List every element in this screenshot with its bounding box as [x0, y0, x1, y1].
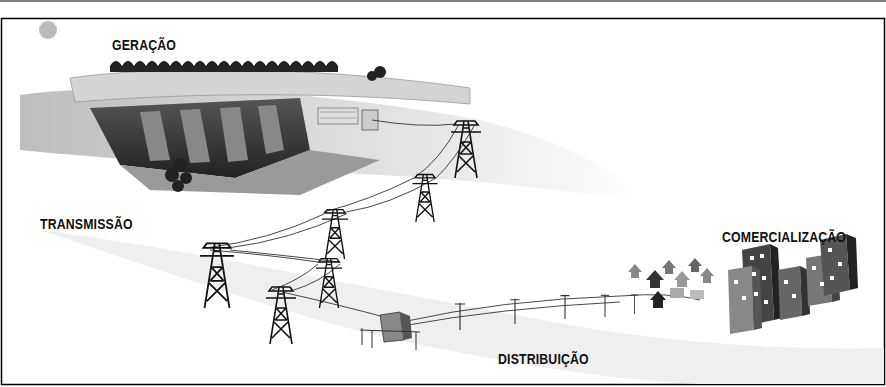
- spillways: [140, 105, 284, 163]
- trees: [110, 61, 386, 192]
- ground: [40, 230, 884, 384]
- towers: [200, 121, 481, 344]
- substation: [360, 312, 420, 350]
- distribution-poles: [455, 294, 638, 330]
- commercialization-label: COMERCIALIZAÇÃO: [722, 228, 846, 245]
- transmission-label: TRANSMISSÃO: [40, 215, 133, 232]
- frame: [2, 19, 885, 385]
- transmission-lines: [206, 120, 700, 326]
- distribution-label: DISTRIBUIÇÃO: [498, 350, 589, 367]
- houses: [628, 258, 714, 308]
- generation-label: GERAÇÃO: [112, 36, 176, 53]
- powerhouse: [318, 108, 378, 130]
- sun: [39, 21, 57, 39]
- buildings: [728, 234, 858, 334]
- land: [20, 88, 640, 200]
- reservoir: [70, 70, 470, 104]
- river: [120, 150, 380, 195]
